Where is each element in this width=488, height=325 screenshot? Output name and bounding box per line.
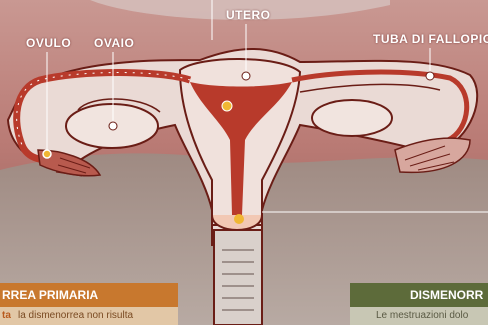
left-panel-text-b: la dismenorrea non risulta xyxy=(18,310,133,321)
ovum-dot-uterus xyxy=(222,101,232,111)
left-panel-text-a: ta xyxy=(2,310,11,321)
right-panel-text: Le mestruazioni dolo xyxy=(376,310,468,321)
ovaio-marker xyxy=(109,122,117,130)
left-panel-title: RREA PRIMARIA xyxy=(2,288,98,302)
ovulo-marker xyxy=(43,150,51,158)
utero-marker xyxy=(242,72,250,80)
label-ovulo: OVULO xyxy=(26,36,71,50)
right-panel-title: DISMENORR xyxy=(410,288,483,302)
label-ovaio: OVAIO xyxy=(94,36,134,50)
label-utero: UTERO xyxy=(226,8,271,22)
right-ovary xyxy=(312,100,392,136)
ovum-dot-cervix xyxy=(234,214,244,224)
tuba-marker xyxy=(426,72,434,80)
label-tuba-di-fallopio: TUBA DI FALLOPIO xyxy=(373,32,488,46)
